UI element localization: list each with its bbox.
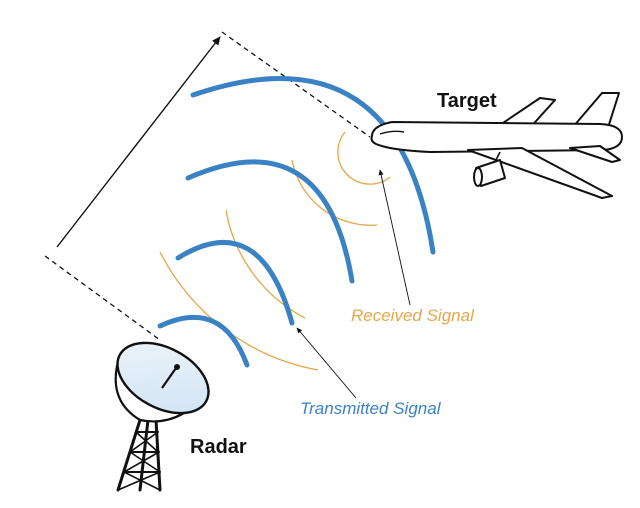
dashed-line-radar bbox=[44, 255, 161, 341]
received-signal-label: Received Signal bbox=[351, 306, 474, 325]
transmitted-wave-1 bbox=[157, 314, 250, 368]
transmitted-wave-3 bbox=[185, 159, 355, 284]
radar-feed-horn bbox=[161, 367, 177, 389]
transmitted-pointer bbox=[296, 327, 357, 399]
transmitted-wave-2 bbox=[175, 239, 295, 326]
dashed-line-target bbox=[221, 31, 371, 138]
airplane-engine-intake bbox=[473, 167, 483, 187]
radar-dish-face bbox=[116, 341, 210, 415]
airplane-fuselage bbox=[370, 121, 623, 153]
airplane-engine-pylon bbox=[494, 151, 501, 163]
radar-label: Radar bbox=[190, 436, 247, 458]
radar-tower bbox=[116, 418, 162, 492]
target-label: Target bbox=[437, 90, 497, 112]
radar-feed-tip bbox=[174, 364, 180, 370]
airplane-tailplane bbox=[569, 145, 621, 163]
label-pointers bbox=[296, 169, 411, 399]
received-wave-1 bbox=[337, 131, 391, 185]
distance-indicator bbox=[44, 31, 371, 341]
airplane-near-wing bbox=[467, 147, 613, 199]
transmitted-wave-4 bbox=[190, 76, 436, 255]
distance-arrow bbox=[56, 36, 221, 248]
received-pointer bbox=[378, 169, 411, 306]
received-wave-3 bbox=[225, 209, 306, 319]
airplane-icon bbox=[370, 92, 623, 199]
airplane-cockpit bbox=[379, 130, 405, 135]
transmitted-signal-waves bbox=[157, 76, 436, 368]
radar-dish-icon bbox=[114, 341, 210, 492]
transmitted-signal-label: Transmitted Signal bbox=[300, 399, 441, 418]
